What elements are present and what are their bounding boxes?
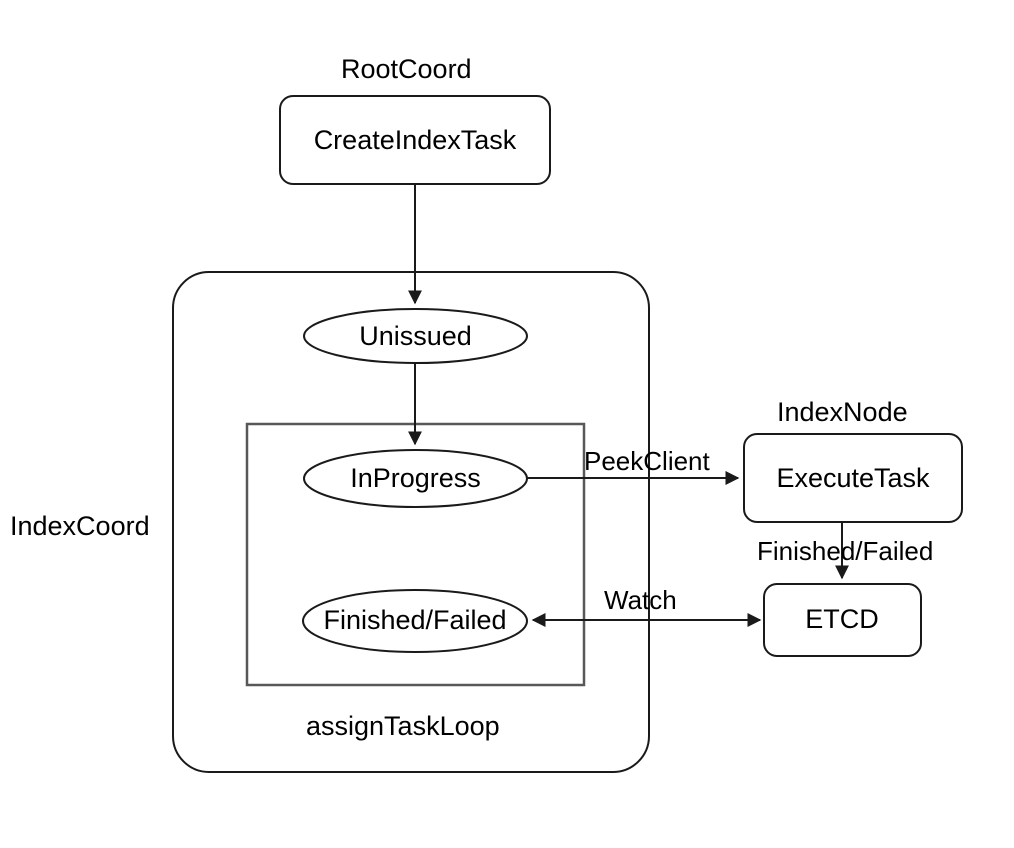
node-unissued-label: Unissued	[359, 321, 472, 351]
edge-label-finished-failed: Finished/Failed	[757, 536, 933, 566]
node-in-progress-label: InProgress	[350, 463, 481, 493]
node-finished-failed-label: Finished/Failed	[323, 605, 506, 635]
node-finished-failed-ellipse[interactable]	[302, 589, 528, 653]
node-etcd[interactable]: ETCD	[763, 583, 922, 657]
node-finished-failed[interactable]: Finished/Failed	[302, 589, 528, 653]
node-in-progress[interactable]: InProgress	[303, 449, 528, 508]
group-label-assign-task-loop: assignTaskLoop	[306, 711, 500, 741]
node-create-index-task-box[interactable]	[279, 95, 551, 185]
node-create-index-task[interactable]: CreateIndexTask	[279, 95, 551, 185]
node-execute-task-box[interactable]	[743, 433, 963, 523]
node-unissued[interactable]: Unissued	[303, 308, 528, 364]
group-label-root-coord: RootCoord	[341, 54, 472, 84]
node-execute-task[interactable]: ExecuteTask	[743, 433, 963, 523]
group-label-index-node: IndexNode	[777, 397, 908, 427]
node-etcd-box[interactable]	[763, 583, 922, 657]
node-etcd-label: ETCD	[805, 604, 879, 634]
group-index-coord	[172, 271, 650, 773]
edge-label-watch: Watch	[604, 585, 677, 615]
node-execute-task-label: ExecuteTask	[776, 463, 930, 493]
edge-label-peek-client: PeekClient	[584, 446, 711, 476]
node-create-index-task-label: CreateIndexTask	[314, 125, 517, 155]
node-in-progress-ellipse[interactable]	[303, 449, 528, 508]
node-unissued-ellipse[interactable]	[303, 308, 528, 364]
group-label-index-coord: IndexCoord	[10, 511, 150, 541]
